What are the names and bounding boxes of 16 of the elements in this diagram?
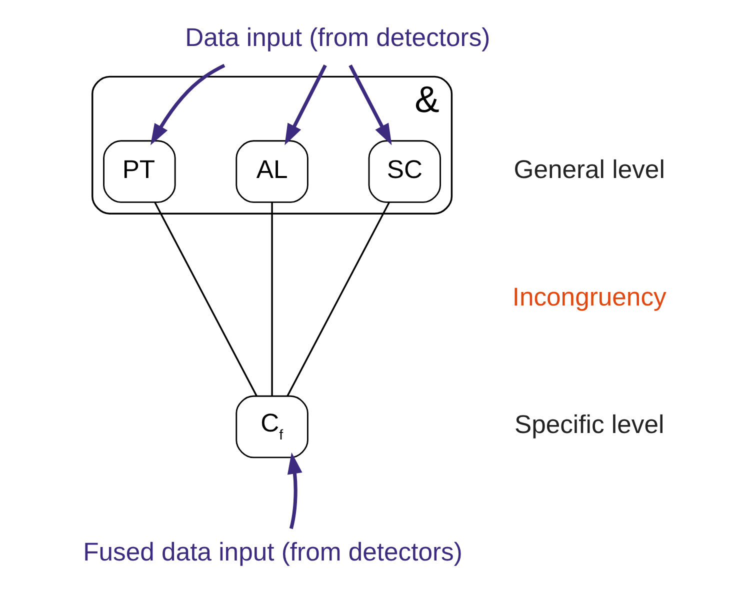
arrow bbox=[150, 64, 225, 146]
node-box: AL bbox=[235, 140, 308, 203]
connector bbox=[154, 202, 257, 396]
node-text: Fused data input (from detectors) bbox=[82, 538, 462, 567]
connector bbox=[270, 202, 272, 396]
arrow bbox=[348, 64, 392, 146]
node-box: PT bbox=[102, 140, 176, 203]
node-text: Data input (from detectors) bbox=[184, 24, 490, 52]
label: Incongruency bbox=[512, 283, 666, 312]
label: General level bbox=[513, 156, 664, 184]
arrow bbox=[286, 452, 302, 530]
node-box: C$_{f}$ bbox=[235, 395, 308, 458]
node-box: SC bbox=[368, 140, 441, 203]
connector bbox=[286, 202, 390, 396]
arrow bbox=[284, 64, 326, 146]
label: Specific level bbox=[514, 411, 664, 440]
